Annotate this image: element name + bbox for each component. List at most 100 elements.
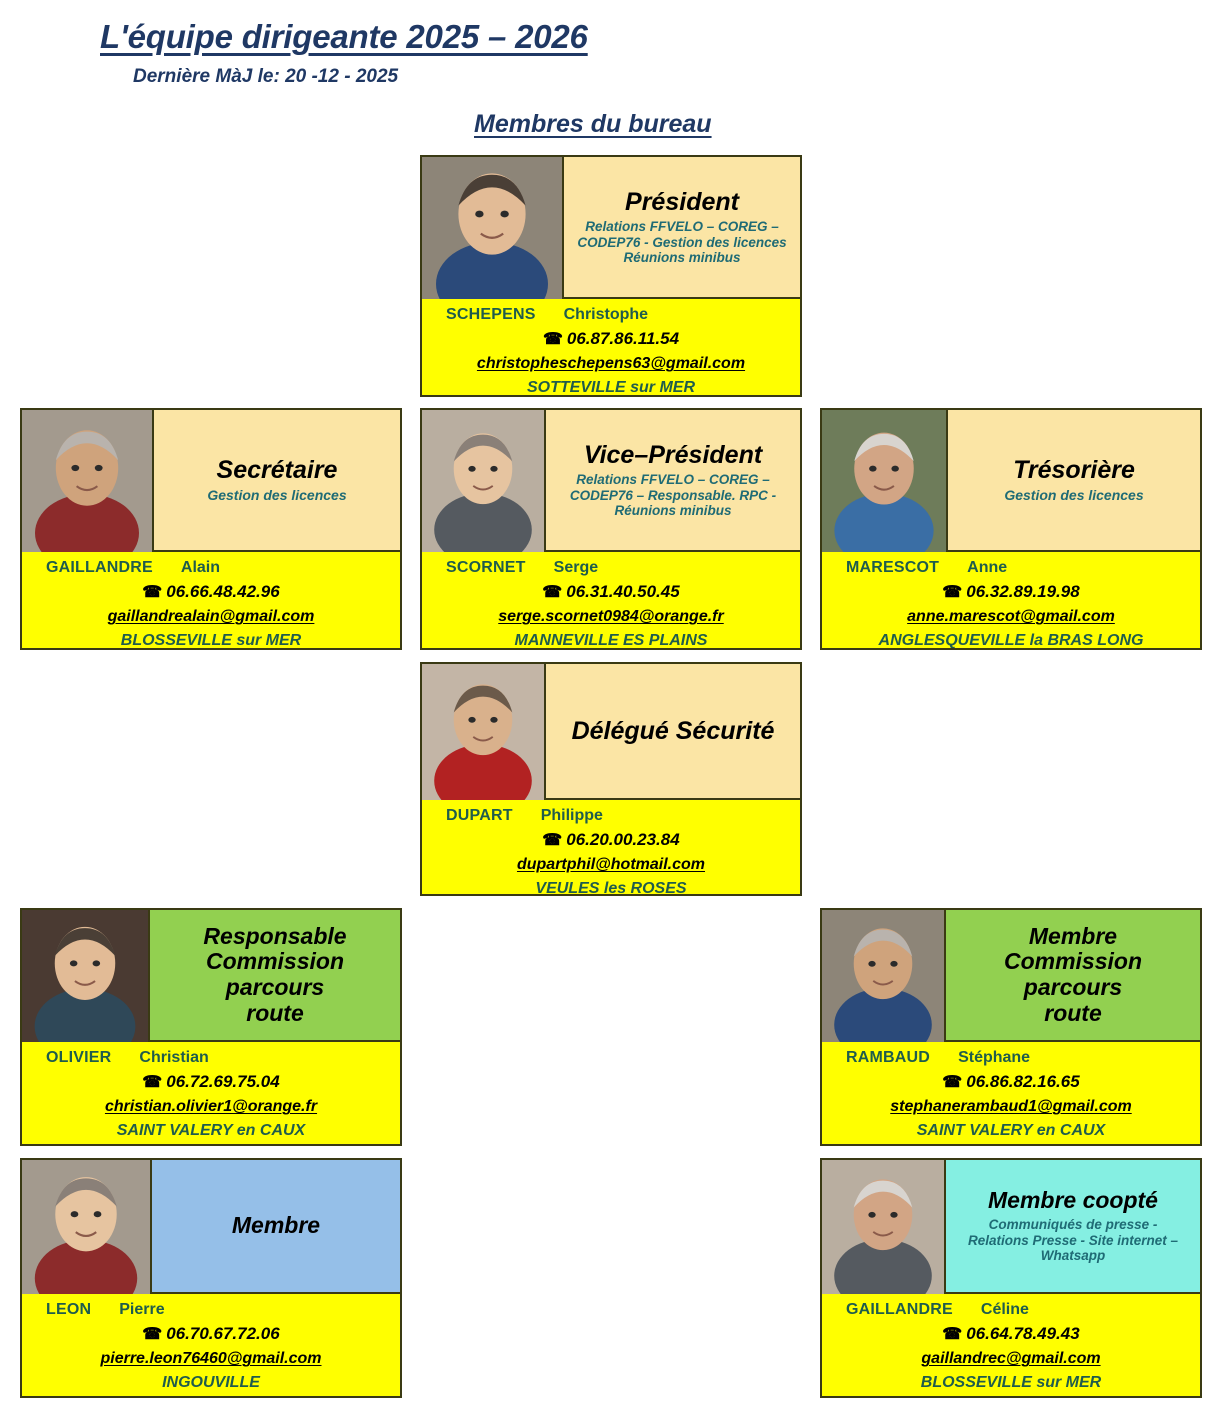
member-phone[interactable]: ☎06.72.69.75.04 — [22, 1069, 400, 1095]
member-city: SAINT VALERY en CAUX — [916, 1122, 1106, 1140]
phone-number: 06.66.48.42.96 — [166, 582, 280, 602]
member-phone[interactable]: ☎06.31.40.50.45 — [422, 579, 800, 605]
member-email[interactable]: gaillandrealain@gmail.com — [107, 608, 315, 626]
member-city: SAINT VALERY en CAUX — [116, 1122, 306, 1140]
member-phone[interactable]: ☎06.70.67.72.06 — [22, 1321, 400, 1347]
card-contact-block: SCHEPENS Christophe ☎06.87.86.11.54 christo… — [422, 299, 800, 397]
member-phone[interactable]: ☎06.86.82.16.65 — [822, 1069, 1200, 1095]
phone-number: 06.70.67.72.06 — [166, 1324, 280, 1344]
photo-rambaud-stephane — [822, 910, 946, 1042]
member-email[interactable]: anne.marescot@gmail.com — [907, 608, 1115, 626]
member-phone[interactable]: ☎06.32.89.19.98 — [822, 579, 1200, 605]
member-email[interactable]: gaillandrec@gmail.com — [921, 1350, 1101, 1368]
family-name: RAMBAUD — [846, 1049, 931, 1066]
member-name: GAILLANDRE Alain — [22, 556, 400, 579]
role-responsibilities: Relations FFVELO – COREG – CODEP76 – Res… — [569, 472, 777, 519]
family-name: MARESCOT — [846, 559, 940, 576]
given-name: Philippe — [540, 807, 603, 824]
member-phone[interactable]: ☎06.64.78.49.43 — [822, 1321, 1200, 1347]
family-name: GAILLANDRE — [846, 1301, 953, 1318]
phone-icon: ☎ — [942, 1074, 963, 1092]
photo-olivier-christian — [22, 910, 150, 1042]
member-email[interactable]: christopheschepens63@gmail.com — [476, 355, 746, 373]
phone-icon: ☎ — [542, 584, 563, 602]
photo-dupart-philippe — [422, 664, 546, 800]
member-phone[interactable]: ☎06.20.00.23.84 — [422, 827, 800, 853]
role-box: Membre Commission parcours route — [946, 910, 1200, 1040]
phone-number: 06.31.40.50.45 — [566, 582, 680, 602]
phone-icon: ☎ — [142, 1074, 163, 1092]
phone-number: 06.86.82.16.65 — [966, 1072, 1080, 1092]
role-title: Membre coopté — [988, 1187, 1158, 1214]
card-role-header: Membre Commission parcours route — [822, 910, 1200, 1042]
card-role-header: Responsable Commission parcours route — [22, 910, 400, 1042]
member-city: SOTTEVILLE sur MER — [526, 379, 695, 397]
phone-number: 06.72.69.75.04 — [166, 1072, 280, 1092]
member-email[interactable]: pierre.leon76460@gmail.com — [100, 1350, 322, 1368]
family-name: SCHEPENS — [446, 306, 536, 323]
phone-number: 06.87.86.11.54 — [566, 329, 680, 349]
member-email[interactable]: stephanerambaud1@gmail.com — [890, 1098, 1132, 1116]
member-phone[interactable]: ☎06.87.86.11.54 — [422, 326, 800, 352]
role-responsibilities: Gestion des licences — [1004, 487, 1144, 504]
member-email[interactable]: serge.scornet0984@orange.fr — [498, 608, 724, 626]
given-name: Pierre — [119, 1301, 165, 1318]
member-email[interactable]: christian.olivier1@orange.fr — [104, 1098, 318, 1116]
given-name: Christophe — [563, 306, 649, 323]
photo-leon-pierre — [22, 1160, 152, 1294]
phone-icon: ☎ — [142, 584, 163, 602]
member-city: INGOUVILLE — [162, 1374, 260, 1392]
role-responsibilities: Gestion des licences — [207, 487, 347, 504]
given-name: Alain — [180, 559, 221, 576]
member-city: ANGLESQUEVILLE la BRAS LONG — [878, 632, 1144, 650]
phone-icon: ☎ — [542, 832, 563, 850]
family-name: GAILLANDRE — [46, 559, 153, 576]
role-responsibilities: Communiqués de presse - Relations Presse… — [967, 1216, 1179, 1264]
photo-gaillandre-alain — [22, 410, 154, 552]
member-city: BLOSSEVILLE sur MER — [120, 632, 302, 650]
last-update-text: Dernière MàJ le: 20 -12 - 2025 — [133, 66, 399, 87]
role-title: Trésorière — [1013, 456, 1135, 485]
photo-marescot-anne — [822, 410, 948, 552]
member-phone[interactable]: ☎06.66.48.42.96 — [22, 579, 400, 605]
role-title: Secrétaire — [216, 456, 338, 485]
member-email[interactable]: dupartphil@hotmail.com — [516, 856, 706, 874]
role-title: Membre — [231, 1212, 321, 1239]
photo-schepens-christophe — [422, 157, 564, 299]
role-title: Membre Commission parcours route — [1003, 922, 1143, 1026]
photo-gaillandre-celine — [822, 1160, 946, 1294]
phone-icon: ☎ — [942, 1326, 963, 1344]
phone-number: 06.64.78.49.43 — [966, 1324, 1080, 1344]
given-name: Christian — [139, 1049, 209, 1066]
member-city: BLOSSEVILLE sur MER — [920, 1374, 1102, 1392]
member-city: MANNEVILLE ES PLAINS — [514, 632, 708, 650]
role-box: Délégué Sécurité — [546, 664, 800, 798]
